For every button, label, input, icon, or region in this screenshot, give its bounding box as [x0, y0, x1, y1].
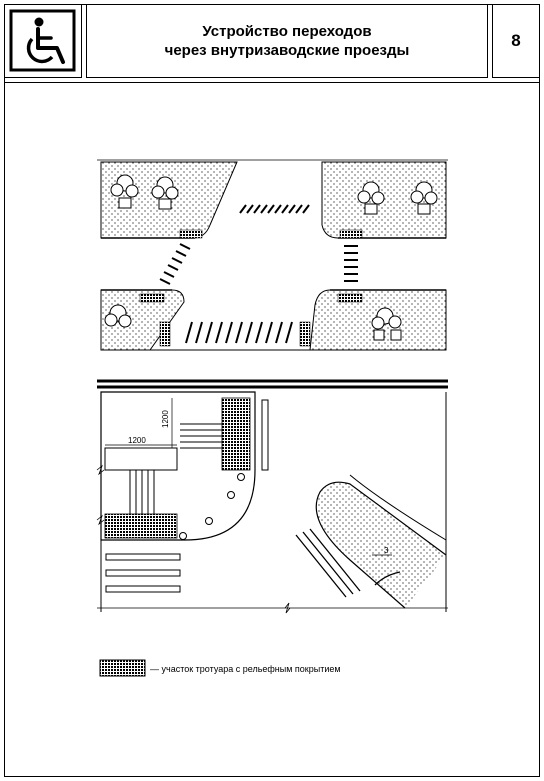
tree-icon — [110, 174, 139, 209]
tactile-patch — [337, 293, 363, 303]
width-dimension: 1200 — [128, 436, 146, 445]
crossing-detail-plan: 1200 1200 — [96, 391, 448, 614]
title-line-1: Устройство переходов — [202, 23, 372, 40]
tactile-patch — [179, 229, 203, 239]
zebra-top — [239, 204, 310, 214]
tree-icon — [151, 176, 179, 210]
title-cell: Устройство переходов через внутризаводск… — [86, 4, 488, 78]
tactile-patch — [159, 321, 171, 347]
intersection-plan — [97, 159, 448, 389]
zebra-detail — [105, 553, 181, 593]
height-dimension: 1200 — [161, 410, 170, 428]
header-divider — [4, 82, 540, 83]
tactile-patch — [139, 293, 165, 303]
title-line-2: через внутризаводские проезды — [164, 42, 410, 59]
island-curve — [315, 481, 447, 609]
wheelchair-accessibility-icon — [9, 9, 76, 72]
tactile-patch — [339, 229, 363, 239]
logo-cell — [4, 4, 82, 78]
tactile-patch — [299, 321, 311, 347]
zebra-right — [344, 245, 358, 282]
tree-icon — [410, 181, 438, 215]
ramp-block — [104, 447, 178, 471]
page-title: Устройство переходов через внутризаводск… — [165, 22, 410, 60]
tree-icon — [104, 304, 132, 328]
title-block: Устройство переходов через внутризаводск… — [4, 4, 540, 78]
sheet-number-cell: 8 — [492, 4, 540, 78]
sidewalk-detail-left — [100, 391, 256, 541]
sheet-number: 8 — [511, 31, 521, 50]
legend-text: — участок тротуара с рельефным покрытием — [150, 664, 341, 674]
zebra-left — [159, 243, 191, 285]
tree-icon — [371, 307, 402, 341]
tactile-area — [104, 513, 178, 539]
tree-icon — [357, 181, 385, 215]
tactile-area — [221, 397, 251, 471]
index-label: 3 — [384, 546, 389, 555]
zebra-bottom — [185, 321, 293, 344]
legend-swatch — [99, 659, 146, 677]
